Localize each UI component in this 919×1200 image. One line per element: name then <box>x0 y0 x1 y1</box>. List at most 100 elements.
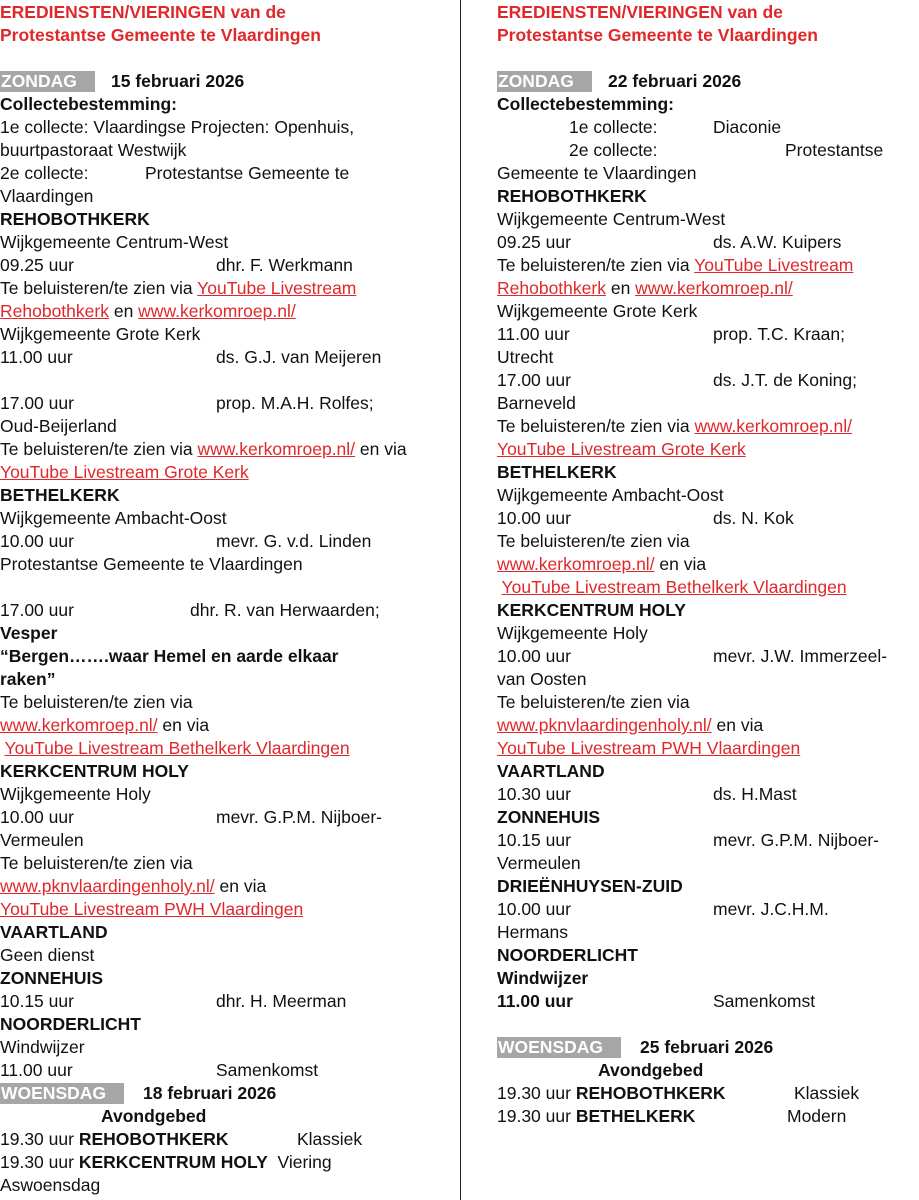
heading-text: 22 februari 2026 <box>608 71 742 91</box>
schedule-line: Vermeulen <box>497 852 919 875</box>
schedule-line: Aswoensdag <box>0 1174 470 1197</box>
heading-text: KERKCENTRUM HOLY <box>497 600 686 620</box>
schedule-line: Wijkgemeente Holy <box>0 783 470 806</box>
day-badge: WOENSDAG <box>0 1083 124 1104</box>
text: en <box>108 301 139 321</box>
livestream-link[interactable]: YouTube Livestream <box>197 278 357 298</box>
text: ds. G.J. van Meijeren <box>216 347 382 367</box>
schedule-line: VAARTLAND <box>497 760 919 783</box>
livestream-link[interactable]: www.kerkomroep.nl/ <box>694 416 853 436</box>
schedule-line: Avondgebed <box>497 1059 919 1082</box>
heading-text: Avondgebed <box>101 1106 207 1126</box>
text: 10.00 uur <box>497 508 571 528</box>
heading-text: Collectebestemming: <box>497 94 674 114</box>
heading-text: VAARTLAND <box>0 922 108 942</box>
livestream-link[interactable]: Rehobothkerk <box>497 278 606 298</box>
livestream-link[interactable]: YouTube Livestream PWH Vlaardingen <box>0 899 304 919</box>
schedule-line: Te beluisteren/te zien via <box>497 530 919 553</box>
heading-text: 25 februari 2026 <box>640 1037 774 1057</box>
heading-text: BETHELKERK <box>575 1106 696 1126</box>
text: Te beluisteren/te zien via <box>497 416 695 436</box>
text: 11.00 uur <box>497 324 570 344</box>
schedule-line: ZONNEHUIS <box>497 806 919 829</box>
text: Oud-Beijerland <box>0 416 117 436</box>
livestream-link[interactable]: YouTube Livestream Bethelkerk Vlaardinge… <box>501 577 847 597</box>
schedule-line: Protestantse Gemeente te Vlaardingen <box>0 24 470 47</box>
livestream-link[interactable]: www.kerkomroep.nl/ <box>0 715 158 735</box>
heading-text: DRIEËNHUYSEN-ZUID <box>497 876 683 896</box>
schedule-line: www.kerkomroep.nl/ en via <box>497 553 919 576</box>
text: Te beluisteren/te zien via <box>497 692 690 712</box>
livestream-link[interactable]: YouTube Livestream PWH Vlaardingen <box>497 738 801 758</box>
heading-text: 15 februari 2026 <box>111 71 245 91</box>
text: Te beluisteren/te zien via <box>0 278 198 298</box>
text: 2e collecte: <box>0 163 89 183</box>
schedule-line: YouTube Livestream Bethelkerk Vlaardinge… <box>0 737 470 760</box>
schedule-line: YouTube Livestream Grote Kerk <box>497 438 919 461</box>
livestream-link[interactable]: YouTube Livestream Bethelkerk Vlaardinge… <box>4 738 350 758</box>
schedule-line: Wijkgemeente Centrum-West <box>0 231 470 254</box>
schedule-line: Windwijzer <box>0 1036 470 1059</box>
livestream-link[interactable]: YouTube Livestream <box>694 255 854 275</box>
schedule-line <box>497 47 919 70</box>
livestream-link[interactable]: YouTube Livestream Grote Kerk <box>0 462 249 482</box>
heading-text: REHOBOTHKERK <box>78 1129 229 1149</box>
heading-text: Windwijzer <box>497 968 589 988</box>
text: 19.30 uur <box>0 1152 79 1172</box>
livestream-link[interactable]: YouTube Livestream Grote Kerk <box>497 439 746 459</box>
text: Te beluisteren/te zien via <box>497 531 690 551</box>
heading-text: Collectebestemming: <box>0 94 177 114</box>
schedule-line: Collectebestemming: <box>497 93 919 116</box>
heading-text: BETHELKERK <box>497 462 617 482</box>
text: 17.00 uur <box>0 393 74 413</box>
schedule-line: Hermans <box>497 921 919 944</box>
heading-text: REHOBOTHKERK <box>497 186 647 206</box>
schedule-line: Te beluisteren/te zien via www.kerkomroe… <box>0 438 470 461</box>
heading-text: Vesper <box>0 623 58 643</box>
column-divider <box>460 0 461 1200</box>
livestream-link[interactable]: www.kerkomroep.nl/ <box>197 439 356 459</box>
text: en via <box>711 715 764 735</box>
text: 19.30 uur <box>0 1129 79 1149</box>
text: 09.25 uur <box>497 232 571 252</box>
schedule-line: van Oosten <box>497 668 919 691</box>
livestream-link[interactable]: www.pknvlaardingenholy.nl/ <box>497 715 712 735</box>
livestream-link[interactable]: www.pknvlaardingenholy.nl/ <box>0 876 215 896</box>
text: mevr. G.P.M. Nijboer- <box>713 830 879 850</box>
livestream-link[interactable]: www.kerkomroep.nl/ <box>497 554 655 574</box>
livestream-link[interactable]: www.kerkomroep.nl/ <box>635 278 793 298</box>
schedule-line <box>0 369 470 392</box>
text: en via <box>355 439 407 459</box>
text: Diaconie <box>713 117 782 137</box>
schedule-line: Utrecht <box>497 346 919 369</box>
text: 09.25 uur <box>0 255 74 275</box>
text: 1e collecte: <box>569 117 658 137</box>
section-title: EREDIENSTEN/VIERINGEN van de <box>497 2 783 22</box>
text: ds. J.T. de Koning; <box>713 370 857 390</box>
heading-text: REHOBOTHKERK <box>575 1083 726 1103</box>
schedule-line: YouTube Livestream PWH Vlaardingen <box>497 737 919 760</box>
heading-text: 11.00 uur <box>497 991 573 1011</box>
text: 10.15 uur <box>0 991 74 1011</box>
heading-text: “Bergen…….waar Hemel en aarde elkaar <box>0 646 339 666</box>
schedule-line: Te beluisteren/te zien via www.kerkomroe… <box>497 415 919 438</box>
schedule-line: Te beluisteren/te zien via <box>497 691 919 714</box>
schedule-line: Vermeulen <box>0 829 470 852</box>
day-badge: ZONDAG <box>497 71 592 92</box>
text: prop. M.A.H. Rolfes; <box>216 393 374 413</box>
livestream-link[interactable]: Rehobothkerk <box>0 301 109 321</box>
text: Wijkgemeente Ambacht-Oost <box>497 485 724 505</box>
text: 10.00 uur <box>0 531 74 551</box>
schedule-line: EREDIENSTEN/VIERINGEN van de <box>497 1 919 24</box>
text: 10.00 uur <box>497 646 571 666</box>
text: Geen dienst <box>0 945 95 965</box>
text: Wijkgemeente Centrum-West <box>0 232 229 252</box>
schedule-line: DRIEËNHUYSEN-ZUID <box>497 875 919 898</box>
livestream-link[interactable]: www.kerkomroep.nl/ <box>138 301 296 321</box>
